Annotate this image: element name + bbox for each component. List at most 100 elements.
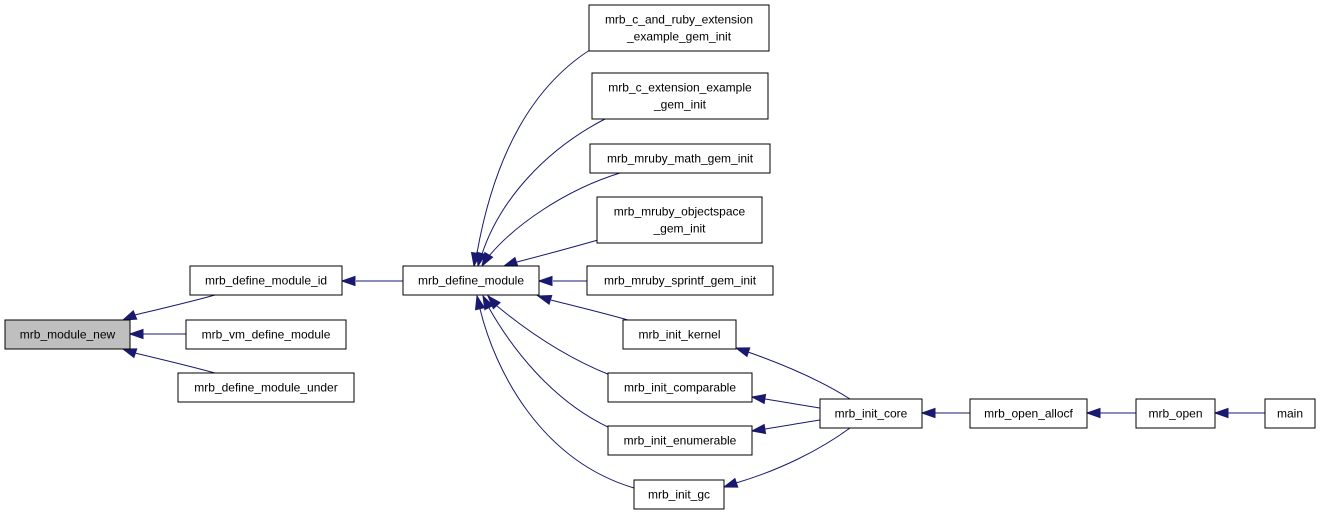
node-label: mrb_mruby_objectspace [614,205,746,219]
node-label: mrb_c_and_ruby_extension [605,13,753,27]
node-label: mrb_init_kernel [638,328,720,342]
node-box[interactable] [607,372,753,403]
node-box[interactable] [633,479,725,510]
node-mrb-init-gc[interactable]: mrb_init_gc [633,479,725,510]
node-label: main [1277,407,1303,421]
node-mrb-mruby-objectspace-gem-init[interactable]: mrb_mruby_objectspace _gem_init [596,196,763,244]
arrowhead-icon [1085,407,1101,419]
node-mrb-mruby-math-gem-init[interactable]: mrb_mruby_math_gem_init [589,143,771,174]
arrowhead-icon [537,275,553,287]
arrowhead-icon [121,348,138,359]
node-label: mrb_define_module [418,274,524,288]
node-box[interactable] [607,425,753,456]
edge-mrb_define_module_under-to-mrb_module_new [121,348,216,374]
root-node-box[interactable] [4,319,131,350]
node-mrb-mruby-sprintf-gem-init[interactable]: mrb_mruby_sprintf_gem_init [586,265,774,296]
node-mrb-define-module-under[interactable]: mrb_define_module_under [177,372,355,403]
node-label: mrb_open_allocf [984,407,1073,421]
edge-line [550,299,629,321]
arrowhead-icon [536,294,553,305]
node-box[interactable] [1264,398,1316,429]
node-label: mrb_mruby_sprintf_gem_init [604,274,757,288]
edge-line [496,305,611,376]
arrowhead-icon [474,294,486,311]
arrowhead-icon [340,275,356,287]
arrowhead-icon [486,294,501,310]
node-box[interactable] [588,4,770,52]
node-label: _gem_init [652,222,706,236]
edge-mrb_open_allocf-to-mrb_init_core [920,407,970,419]
node-mrb-open[interactable]: mrb_open [1135,398,1216,429]
edge-line [488,172,621,257]
arrowhead-icon [502,256,519,267]
node-mrb-init-core[interactable]: mrb_init_core [819,398,923,429]
node-mrb-define-module[interactable]: mrb_define_module [402,265,540,296]
arrowhead-icon [121,310,138,321]
arrowhead-icon [920,407,936,419]
edge-mrb_open-to-mrb_open_allocf [1085,407,1136,419]
arrowhead-icon [481,251,494,268]
node-label: mrb_init_core [835,407,908,421]
node-mrb-define-module-id[interactable]: mrb_define_module_id [189,265,343,296]
node-mrb-open-allocf[interactable]: mrb_open_allocf [969,398,1088,429]
edge-mrb_vm_define_module-to-mrb_module_new [128,328,186,340]
node-box[interactable] [622,319,737,350]
node-mrb-init-comparable[interactable]: mrb_init_comparable [607,372,753,403]
node-box[interactable] [589,143,771,174]
edge-mrb_init_gc-to-mrb_define_module [474,294,635,489]
arrowhead-icon [722,477,739,488]
edge-line [735,427,851,484]
node-box[interactable] [819,398,923,429]
arrowhead-icon [476,251,487,268]
node-box[interactable] [969,398,1088,429]
node-box[interactable] [586,265,774,296]
node-mrb-init-kernel[interactable]: mrb_init_kernel [622,319,737,350]
node-mrb-module-new[interactable]: mrb_module_new [4,319,131,350]
edges-layer [121,44,1265,489]
arrowhead-icon [128,328,144,340]
node-box[interactable] [402,265,540,296]
node-label: mrb_vm_define_module [202,328,331,342]
node-label: mrb_init_comparable [624,381,736,395]
node-box[interactable] [185,319,347,350]
edge-mrb_define_module_id-to-mrb_module_new [121,294,216,321]
node-label: mrb_init_enumerable [624,434,737,448]
edge-line [516,239,599,263]
node-label: mrb_open [1148,407,1202,421]
node-box[interactable] [189,265,343,296]
arrowhead-icon [750,393,767,405]
edge-line [134,352,216,374]
node-box[interactable] [177,372,355,403]
node-mrb-c-and-ruby-extension-example-gem-init[interactable]: mrb_c_and_ruby_extension_example_gem_ini… [588,4,770,52]
node-box[interactable] [1135,398,1216,429]
edge-mrb_init_comparable-to-mrb_define_module [486,294,611,376]
edge-main-to-mrb_open [1213,407,1265,419]
edge-mrb_init_core-to-mrb_init_enumerable [750,419,821,435]
edge-mrb_init_core-to-mrb_init_kernel [734,347,851,400]
edge-mrb_init_kernel-to-mrb_define_module [536,294,629,321]
node-label: mrb_module_new [20,328,116,342]
edge-mrb_c_extension_example_gem_init-to-mrb_define_module [476,118,606,268]
edge-line [747,351,851,400]
node-box[interactable] [596,196,763,244]
edge-line [479,308,635,489]
arrowhead-icon [1213,407,1229,419]
edge-mrb_init_enumerable-to-mrb_define_module [482,294,611,429]
node-label: mrb_mruby_math_gem_init [607,152,754,166]
nodes-layer: mrb_module_new mrb_define_module_id mrb_vm… [4,4,1316,510]
edge-line [488,307,611,429]
node-box[interactable] [591,72,769,120]
node-mrb-vm-define-module[interactable]: mrb_vm_define_module [185,319,347,350]
arrowhead-icon [482,294,494,311]
node-label: _gem_init [653,98,707,112]
edge-mrb_define_module-to-mrb_define_module_id [340,275,403,287]
node-main[interactable]: main [1264,398,1316,429]
edge-line [476,44,599,254]
node-label: mrb_define_module_under [194,381,337,395]
node-mrb-c-extension-example-gem-init[interactable]: mrb_c_extension_example _gem_init [591,72,769,120]
node-label: mrb_c_extension_example [608,81,752,95]
edge-mrb_mruby_sprintf_gem_init-to-mrb_define_module [537,275,587,287]
node-mrb-init-enumerable[interactable]: mrb_init_enumerable [607,425,753,456]
edge-mrb_mruby_math_gem_init-to-mrb_define_module [481,172,621,268]
